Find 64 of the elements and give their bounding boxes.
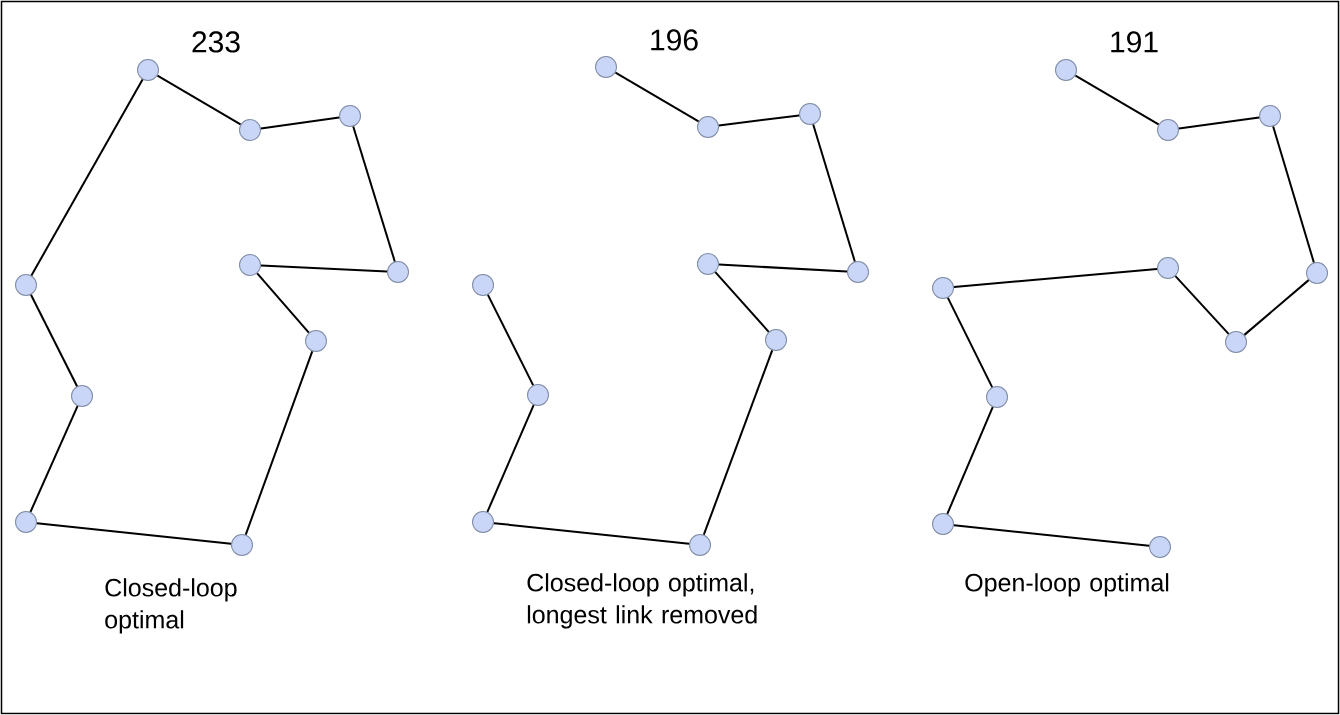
score-number: 191 [1111, 31, 1158, 53]
point-circle [339, 105, 361, 127]
link-line [486, 404, 535, 513]
link-line [1243, 279, 1310, 336]
link-line [946, 406, 994, 515]
caption-text: Closed-loop optimal, longest link removed [527, 573, 757, 629]
score-number: 196 [651, 29, 698, 51]
link-line [1174, 275, 1230, 335]
point-circle [305, 330, 327, 352]
link-line [952, 524, 1151, 547]
link-line [614, 71, 700, 123]
link-line [1272, 125, 1315, 264]
point-circle [932, 277, 954, 299]
link-line [29, 405, 79, 513]
link-line [1074, 74, 1160, 126]
link-line [244, 350, 314, 536]
point-circle [15, 511, 37, 533]
link-line [952, 267, 1159, 288]
link-line [486, 293, 535, 387]
link-line [946, 296, 994, 389]
link-line [35, 522, 233, 545]
point-circle [1225, 331, 1247, 353]
link-line [492, 522, 691, 545]
caption-text: Closed-loop optimal [105, 578, 237, 634]
point-circle [1157, 257, 1179, 279]
point-circle [1306, 262, 1328, 284]
point-circle [1157, 119, 1179, 141]
point-circle [595, 56, 617, 78]
link-line [714, 271, 770, 333]
point-circle [1149, 536, 1171, 558]
point-circle [689, 534, 711, 556]
score-number: 233 [192, 31, 240, 53]
point-circle [765, 329, 787, 351]
point-circle [15, 274, 37, 296]
point-circle [387, 261, 409, 283]
point-circle [527, 384, 549, 406]
point-circle [239, 254, 261, 276]
point-circle [239, 119, 261, 141]
link-line [702, 349, 774, 536]
link-line [812, 123, 856, 263]
link-line [29, 293, 79, 388]
point-circle [231, 534, 253, 556]
link-line [352, 125, 396, 263]
link-line [156, 74, 242, 126]
link-line [717, 114, 801, 127]
point-circle [799, 103, 821, 125]
point-circle [71, 385, 93, 407]
point-circle [137, 59, 159, 81]
caption-text: Open-loop optimal [965, 573, 1169, 597]
point-circle [932, 513, 954, 535]
point-circle [697, 116, 719, 138]
point-circle [697, 253, 719, 275]
point-circle [472, 511, 494, 533]
link-line [1177, 116, 1261, 130]
point-circle [847, 261, 869, 283]
link-line [30, 78, 144, 277]
link-line [260, 264, 388, 273]
point-circle [1259, 105, 1281, 127]
link-line [718, 263, 849, 273]
point-circle [472, 274, 494, 296]
link-line [256, 272, 310, 334]
link-line [259, 116, 341, 130]
point-circle [986, 386, 1008, 408]
point-circle [1055, 59, 1077, 81]
